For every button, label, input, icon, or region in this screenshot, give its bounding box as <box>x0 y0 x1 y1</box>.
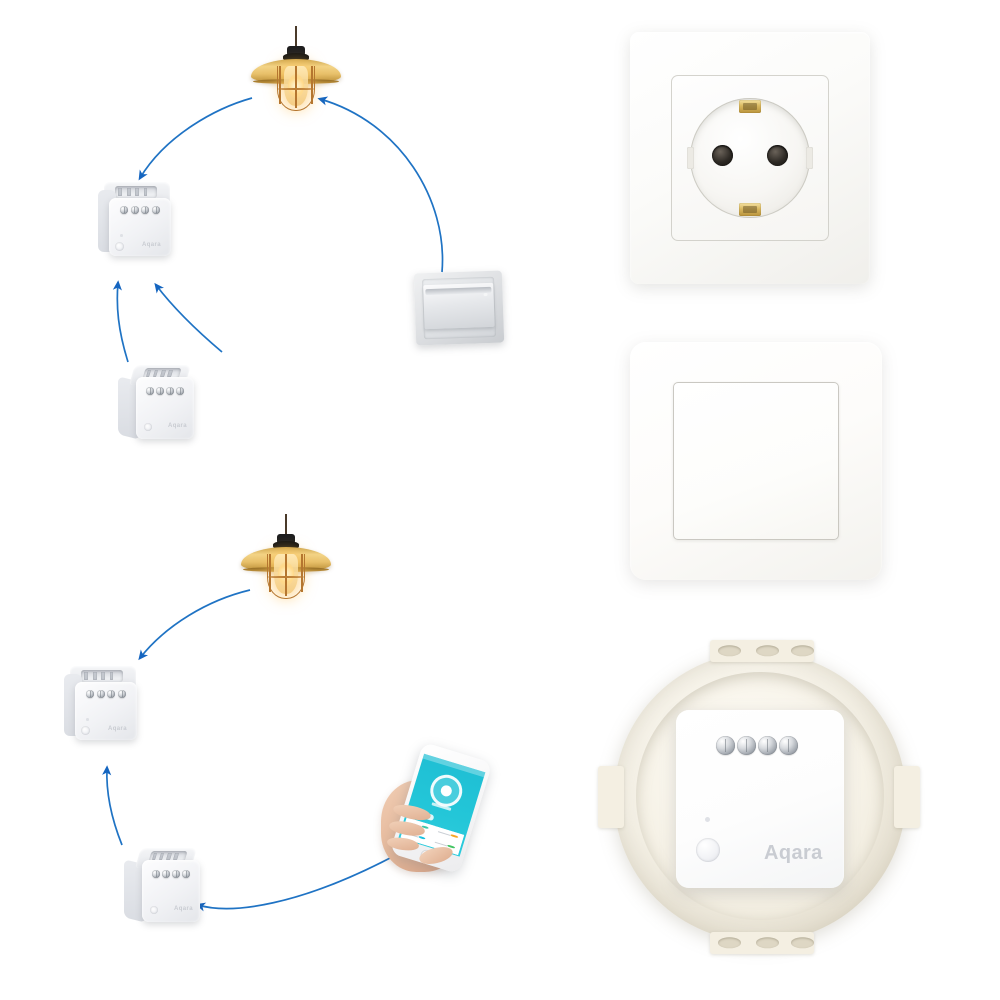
lamp-cage-bar <box>279 66 281 104</box>
lamp-cord <box>295 26 297 48</box>
status-led <box>120 234 123 237</box>
arrow-switch-to-module <box>154 282 223 353</box>
brand-logo: Aqara <box>168 423 188 429</box>
backbox-mount-tab <box>710 932 814 954</box>
lamp-cap-dome <box>283 53 309 62</box>
lamp-cord <box>285 514 287 536</box>
arrow-switch-to-lamp <box>317 96 444 273</box>
terminal-screws <box>146 387 184 395</box>
pairing-button <box>150 906 158 914</box>
lamp-cage-bar <box>295 66 297 108</box>
relay-module: Aqara <box>124 846 208 928</box>
relay-module: Aqara <box>118 363 202 445</box>
socket-side-notch <box>687 147 694 169</box>
pairing-button <box>115 242 124 251</box>
terminal-screws <box>86 690 126 698</box>
brand-logo: Aqara <box>108 726 128 732</box>
relay-module: Aqara <box>64 666 148 744</box>
arrow-phone-to-module-2 <box>195 856 393 912</box>
relay-module: Aqara <box>676 710 844 888</box>
backbox-mount-tab <box>598 766 624 828</box>
pendant-lamp <box>250 26 342 118</box>
lamp-cage-bar <box>285 554 287 596</box>
relay-module: Aqara <box>98 182 182 260</box>
arrow-lamp-to-module <box>138 97 253 181</box>
terminal-screws <box>716 736 798 755</box>
socket-pin-hole <box>767 145 788 166</box>
screw-terminal-block <box>115 186 157 198</box>
app-status-bar <box>422 753 486 778</box>
terminal-screws <box>152 870 190 878</box>
pairing-button <box>81 726 90 735</box>
earth-clip <box>739 100 761 113</box>
brand-logo: Aqara <box>764 842 823 864</box>
arrow-module-to-module <box>112 280 129 363</box>
brand-logo: Aqara <box>174 906 194 912</box>
backbox-mount-tab <box>710 640 814 662</box>
lamp-cage-ring <box>277 88 315 90</box>
wall-switch-photo[interactable] <box>630 342 882 580</box>
backbox-module-photo: Aqara <box>598 638 920 956</box>
pendant-lamp <box>240 514 332 606</box>
socket-pin-hole <box>712 145 733 166</box>
socket-recess <box>687 98 813 218</box>
brand-logo: Aqara <box>142 242 162 248</box>
status-led <box>86 718 89 721</box>
pairing-button <box>144 423 152 431</box>
lamp-cap <box>277 534 295 543</box>
pairing-button[interactable] <box>696 838 720 862</box>
arrow-module-to-module-2 <box>102 765 123 846</box>
lamp-cap <box>287 46 305 55</box>
backbox-mount-tab <box>894 766 920 828</box>
switch-rocker[interactable] <box>672 382 840 540</box>
screw-terminal-block <box>81 670 123 682</box>
lamp-cage-bar <box>301 554 303 592</box>
smartphone-app[interactable] <box>375 742 525 878</box>
lamp-cage-bar <box>269 554 271 592</box>
status-led <box>705 817 710 822</box>
earth-clip <box>739 203 761 216</box>
terminal-screws <box>120 206 160 214</box>
schuko-socket-photo <box>630 32 870 284</box>
lamp-cage-ring <box>267 576 305 578</box>
wall-switch[interactable] <box>413 270 505 346</box>
arrow-lamp-to-module-2 <box>138 589 251 661</box>
socket-side-notch <box>806 147 813 169</box>
lamp-cage-bar <box>311 66 313 104</box>
lamp-cap-dome <box>273 541 299 550</box>
